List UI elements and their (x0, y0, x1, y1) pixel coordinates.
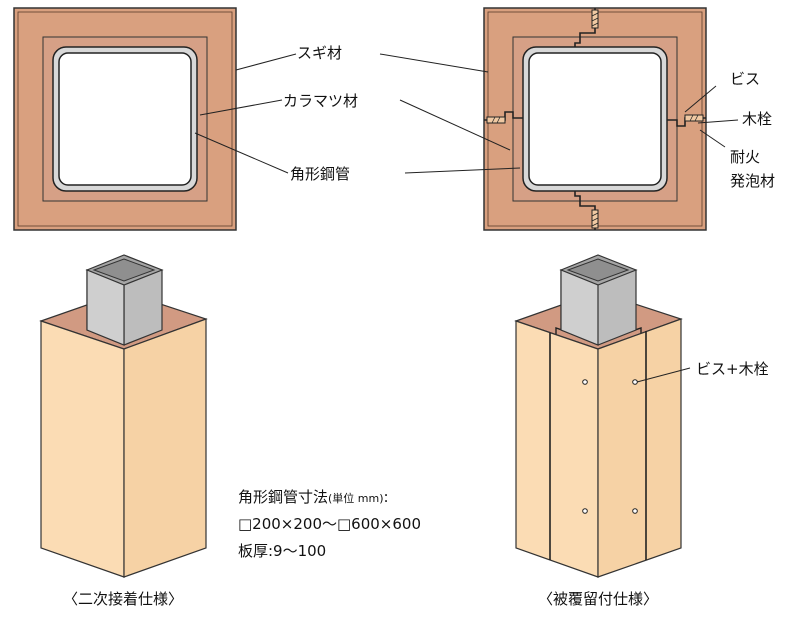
leader-lines-top (194, 53, 739, 174)
face-right-a (123, 318, 207, 578)
column-3d-right (514, 254, 683, 578)
label-screw-dowel: ビス+木栓 (696, 360, 769, 378)
section-right (483, 7, 707, 231)
label-steel-tube: 角形鋼管 (290, 165, 350, 183)
dimension-range: □200×200〜□600×600 (238, 515, 421, 533)
label-dowel: 木栓 (742, 110, 772, 128)
dimension-title: 角形鋼管寸法(単位 mm): (238, 488, 389, 506)
dowel-right (684, 114, 704, 122)
screw-dot (632, 508, 638, 514)
label-screw: ビス (730, 70, 760, 88)
screw-dot (632, 379, 638, 385)
label-sugi: スギ材 (297, 44, 342, 62)
leader-screw-dowel (636, 367, 691, 383)
dowel-top (591, 9, 599, 29)
dowel-left (486, 116, 506, 124)
dimension-thickness: 板厚:9〜100 (238, 542, 326, 560)
face-right-b (597, 318, 682, 578)
section-left (13, 7, 237, 231)
face-left-b (515, 320, 599, 578)
label-fire-foam-2: 発泡材 (730, 172, 775, 190)
caption-left: 〈二次接着仕様〉 (63, 590, 183, 608)
label-karamatsu: カラマツ材 (283, 92, 358, 110)
screw-dot (582, 379, 588, 385)
face-left-a (40, 320, 125, 578)
caption-right: 〈被覆留付仕様〉 (538, 590, 658, 608)
screw-dot (582, 508, 588, 514)
column-3d-left (39, 254, 208, 578)
dowel-bottom (591, 209, 599, 229)
label-fire-foam-1: 耐火 (730, 148, 760, 166)
